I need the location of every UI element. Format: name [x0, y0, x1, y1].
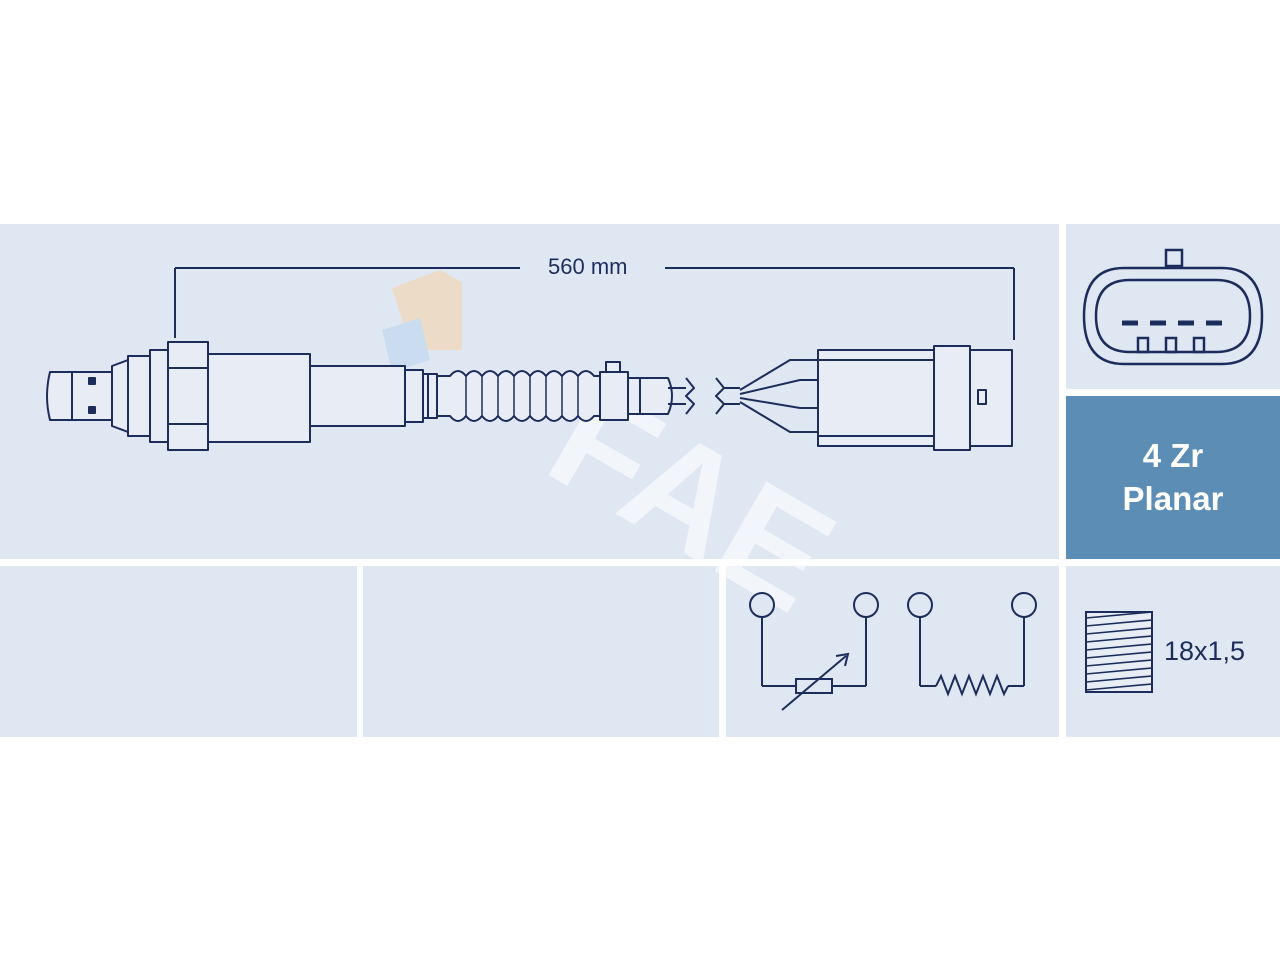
length-dimension-label: 560 mm — [548, 254, 628, 279]
thread-size-label: 18x1,5 — [1164, 636, 1246, 666]
empty-panel-2 — [363, 566, 719, 737]
sensor-type-line1: 4 Zr — [1142, 437, 1204, 474]
wiring-panel — [726, 566, 1059, 737]
sensor-type-line2: Planar — [1122, 480, 1224, 517]
sensor-type-panel: 4 Zr Planar — [1066, 396, 1280, 559]
empty-panel-1 — [0, 566, 357, 737]
